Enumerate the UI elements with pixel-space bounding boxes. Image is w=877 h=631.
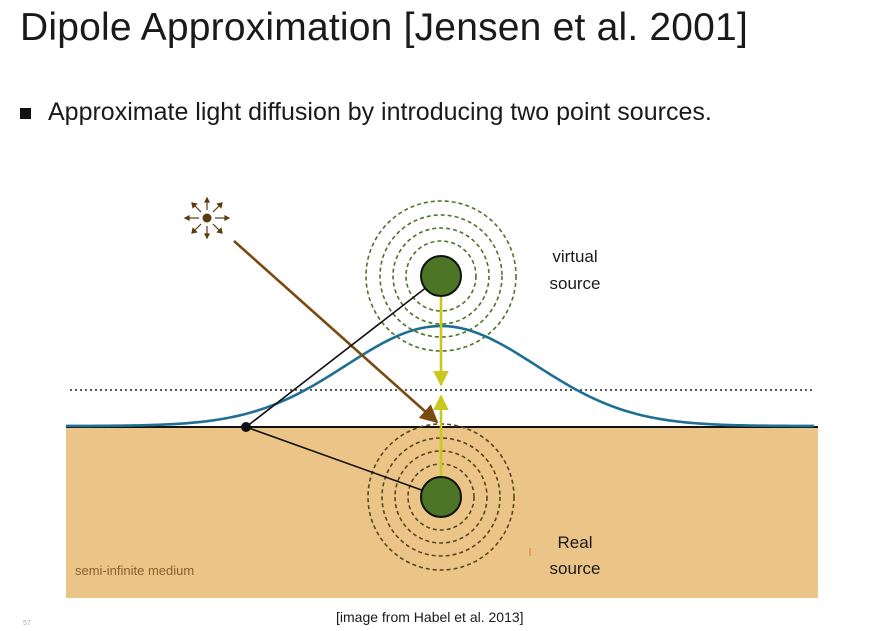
image-caption: [image from Habel et al. 2013] <box>336 609 524 625</box>
incident-ray <box>233 240 439 424</box>
virtual-ring-1 <box>405 240 477 312</box>
virtual-ring-2 <box>392 227 490 325</box>
virtual-source <box>420 255 462 297</box>
virtual-source-rings <box>365 200 517 352</box>
virtual-to-exit-line <box>245 275 442 428</box>
page-number: 57 <box>23 620 31 627</box>
real-ring-2 <box>394 450 488 544</box>
slide-title: Dipole Approximation [Jensen et al. 2001… <box>20 6 748 49</box>
exit-point <box>241 422 251 432</box>
real-to-exit-line <box>245 426 442 498</box>
real-source-label-line1: Real <box>558 533 593 552</box>
real-source <box>420 476 462 518</box>
bullet-text: Approximate light diffusion by introduci… <box>48 98 712 126</box>
virtual-source-label-line1: virtual <box>552 247 597 266</box>
real-source-label-line2: source <box>549 559 600 578</box>
real-ring-3 <box>381 437 501 557</box>
virtual-source-label-line2: source <box>549 274 600 293</box>
sun-icon <box>183 196 231 240</box>
bullet-square-icon <box>20 108 31 119</box>
virtual-ring-3 <box>379 214 503 338</box>
bullet-item: Approximate light diffusion by introduci… <box>20 98 712 127</box>
virtual-ring-4 <box>365 200 517 352</box>
medium-label: semi-infinite medium <box>75 563 194 578</box>
